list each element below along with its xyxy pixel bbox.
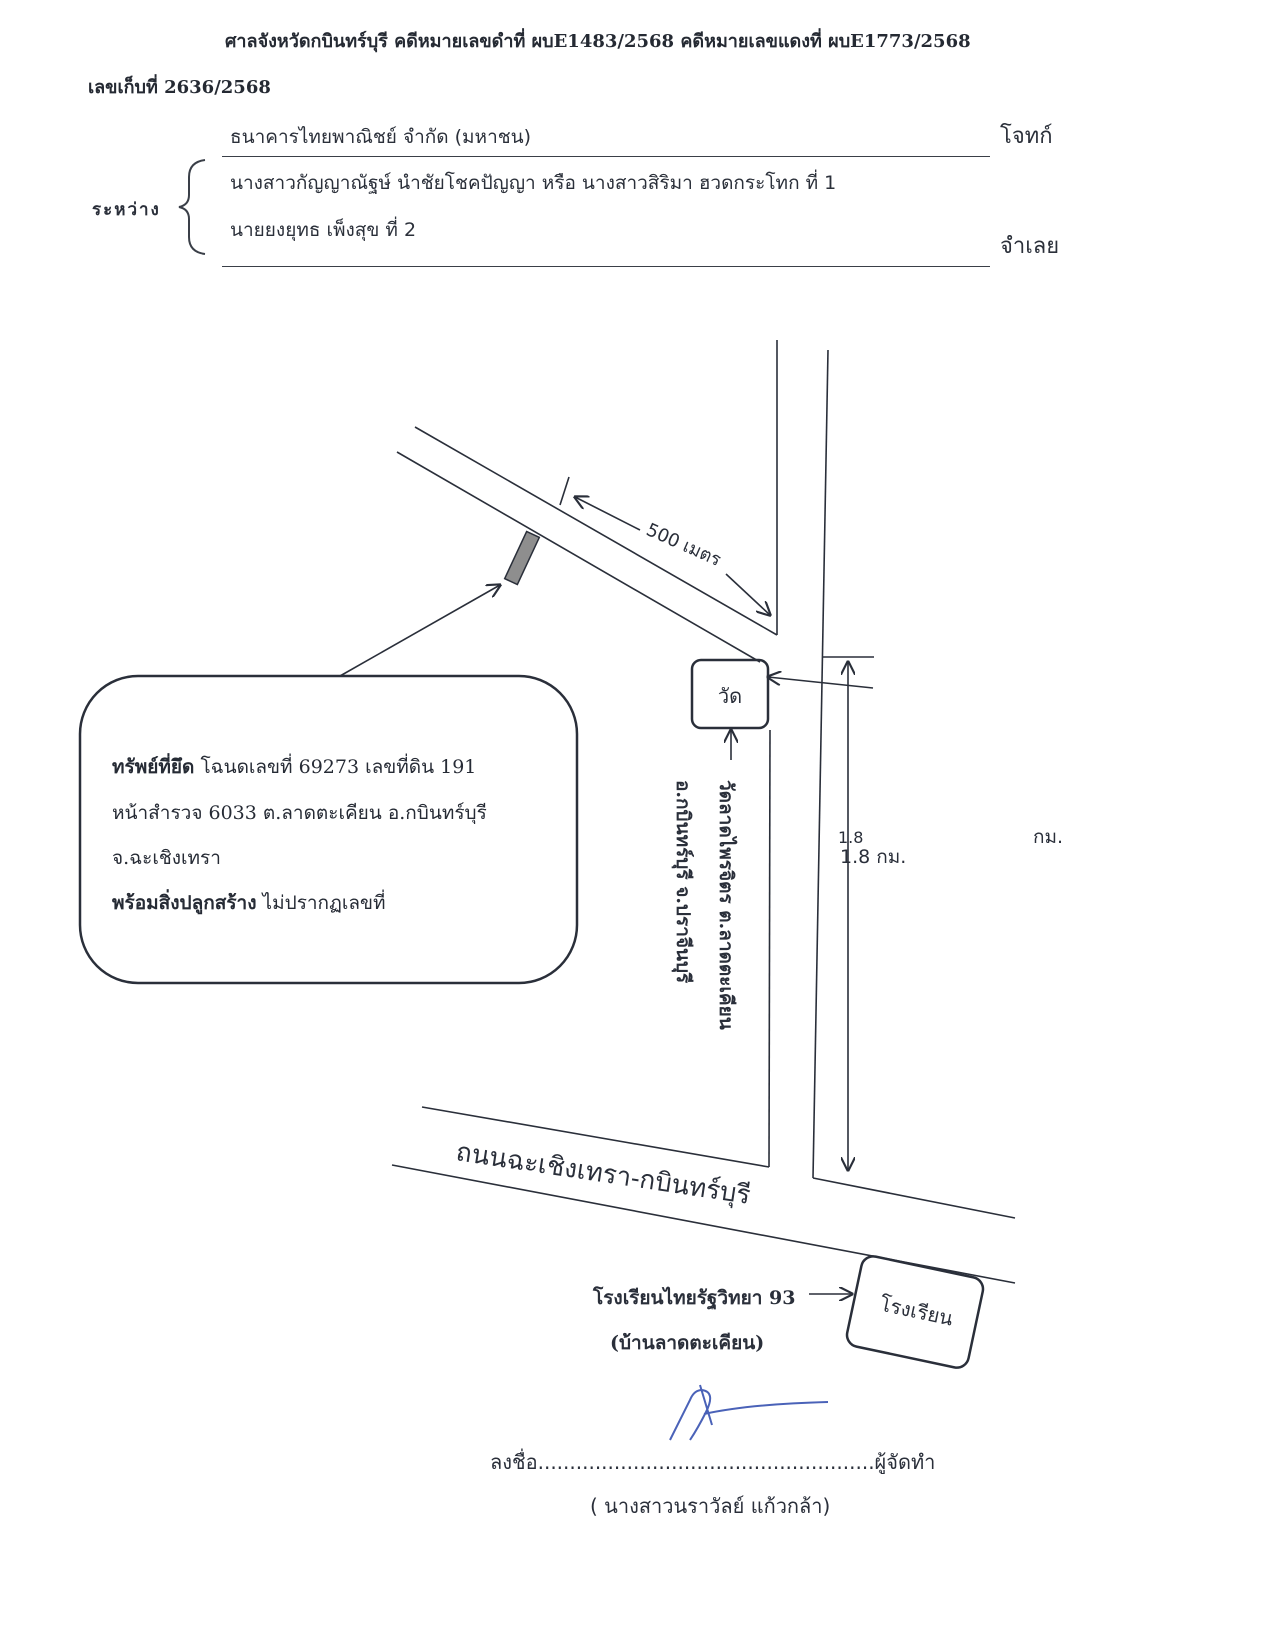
storage-number: เลขเก็บที่ 2636/2568 xyxy=(88,77,271,98)
defendant-role: จำเลย xyxy=(1000,234,1060,259)
arrow-500m-right xyxy=(725,573,770,615)
property-province: จ.ฉะเชิงเทรา xyxy=(112,847,221,869)
school-box xyxy=(845,1255,985,1369)
main-road-label: ถนนฉะเชิงเทรา-กบินทร์บุรี xyxy=(454,1137,752,1211)
temple-name-line2: อ.กบินทร์บุรี จ.ปราจีนบุรี xyxy=(671,780,694,984)
defendant-underline xyxy=(222,266,990,267)
property-survey: หน้าสำรวจ 6033 ต.ลาดตะเคียน อ.กบินทร์บุร… xyxy=(112,802,487,824)
property-pointer-arrow xyxy=(339,585,500,677)
diagonal-road-upper-edge xyxy=(414,426,778,636)
arrow-to-temple xyxy=(768,677,874,689)
plaintiff-underline xyxy=(222,156,990,157)
school-box-label: โรงเรียน xyxy=(878,1292,956,1331)
property-building-line: พร้อมสิ่งปลูกสร้าง ไม่ปรากฏเลขที่ xyxy=(112,888,385,918)
main-road-upper-edge-right xyxy=(812,1177,1016,1219)
main-road-upper-edge xyxy=(421,1106,770,1168)
signature-line: ลงชื่อ..................................… xyxy=(490,1450,936,1474)
property-info-box xyxy=(78,674,579,985)
property-label: ทรัพย์ที่ยึด xyxy=(112,756,195,778)
between-label: ระหว่าง xyxy=(92,200,161,220)
temple-label: วัด xyxy=(718,684,742,708)
preparer-name: ( นางสาวนราวัลย์ แก้วกล้า) xyxy=(590,1494,831,1518)
distance-unit: กม. xyxy=(1033,826,1063,848)
vertical-road-right-edge xyxy=(812,349,829,1179)
defendant-2-name: นายยงยุทธ เพ็งสุข ที่ 2 xyxy=(230,219,417,241)
building-label: พร้อมสิ่งปลูกสร้าง xyxy=(112,892,257,914)
distance-number: 1.8 xyxy=(838,828,863,847)
school-subtitle: (บ้านลาดตะเคียน) xyxy=(610,1332,765,1354)
temple-box xyxy=(690,658,770,730)
plaintiff-role: โจทก์ xyxy=(1000,124,1053,149)
plaintiff-name: ธนาคารไทยพาณิชย์ จำกัด (มหาชน) xyxy=(230,126,532,148)
property-deed: โฉนดเลขที่ 69273 เลขที่ดิน 191 xyxy=(200,756,477,778)
label-500m: 500 เมตร xyxy=(643,519,724,571)
diagonal-road-lower-edge xyxy=(396,451,761,663)
building-note: ไม่ปรากฏเลขที่ xyxy=(262,892,386,914)
dimension-tick-500m xyxy=(559,476,570,506)
between-brace xyxy=(178,159,206,255)
vertical-road-left-edge-lower xyxy=(768,729,771,1168)
school-name: โรงเรียนไทยรัฐวิทยา 93 xyxy=(593,1287,796,1309)
court-case-line: ศาลจังหวัดกบินทร์บุรี คดีหมายเลขดำที่ ผบ… xyxy=(225,31,971,52)
property-deed-line: ทรัพย์ที่ยึด โฉนดเลขที่ 69273 เลขที่ดิน … xyxy=(112,752,476,782)
seized-parcel-marker xyxy=(503,530,541,586)
signature-scribble xyxy=(669,1384,829,1441)
distance-full: 1.8 กม. xyxy=(840,846,906,868)
defendant-1-name: นางสาวกัญญาณัฐษ์ นำชัยโชคปัญญา หรือ นางส… xyxy=(230,172,837,194)
arrow-500m-left xyxy=(575,497,641,531)
temple-name-line1: วัดลาดไพรจิตร ต.ลาดตะเคียน xyxy=(715,780,738,1030)
